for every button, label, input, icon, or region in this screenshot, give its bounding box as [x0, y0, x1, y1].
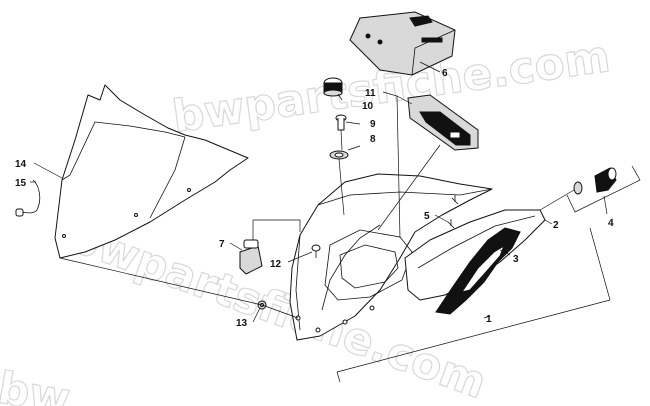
callout-12: 12: [270, 259, 282, 270]
leader-lines: [30, 61, 641, 383]
washer-link: [539, 189, 575, 211]
hood-centre-line: [321, 224, 381, 311]
hood-bolt: [369, 305, 375, 311]
hood-scoop-inner: [339, 244, 399, 289]
windshield-fold-line: [149, 136, 186, 219]
connector-body: [239, 245, 263, 275]
leader-6: [419, 61, 441, 73]
screw: [311, 244, 321, 258]
watermark-text: bwpartsfiche.com: [61, 210, 493, 406]
callouts: 1 2 3 4 5 6 7 8 9 10 11 12 13 14 15: [15, 68, 614, 329]
hood-bolt: [342, 319, 348, 325]
fastener-shank: [337, 118, 345, 131]
callout-10: 10: [362, 101, 374, 112]
callout-5: 5: [424, 211, 430, 222]
switch-assembly: [573, 167, 617, 195]
switch-washer: [573, 181, 583, 195]
rivet: [447, 219, 455, 229]
grommet-link: [338, 158, 345, 216]
clip: [15, 179, 41, 217]
hood-scoop: [324, 229, 413, 301]
leader-10: [337, 93, 343, 101]
switch-cap: [607, 167, 617, 181]
callout-13: 13: [236, 318, 248, 329]
callout-7: 7: [219, 239, 225, 250]
callout-3: 3: [513, 254, 519, 265]
leader-3: [499, 249, 511, 256]
leader-11b: [396, 95, 413, 105]
grommet: [329, 150, 349, 160]
side-panel-trim: [417, 215, 536, 269]
callout-1: 1: [486, 314, 492, 325]
leader-13: [252, 307, 261, 323]
light-cover-tab: [421, 37, 443, 43]
leader-12: [287, 251, 313, 263]
light-cover-body: [349, 11, 456, 76]
grommet-hole: [334, 152, 344, 158]
leader-4: [603, 195, 608, 215]
leader-8: [347, 145, 361, 151]
connector-top: [243, 239, 259, 249]
windshield-inner-edge: [61, 121, 186, 181]
fastener: [335, 114, 347, 131]
windshield-bolt: [62, 234, 66, 238]
instrument-bracket: [407, 94, 479, 151]
decal: [435, 227, 521, 315]
fastener-link: [340, 129, 343, 151]
light-cover-edge: [411, 29, 456, 76]
light-cover-hole: [377, 39, 383, 45]
leader-5: [434, 214, 449, 223]
bracket-link: [377, 144, 441, 231]
callout-6: 6: [442, 68, 448, 79]
nut-link: [59, 257, 299, 319]
light-cover-clip: [409, 15, 433, 27]
bracket-1: [336, 227, 611, 383]
windshield: [54, 84, 249, 259]
callout-4: 4: [608, 218, 614, 229]
hood-bolt: [315, 327, 321, 333]
windshield-bolt: [187, 188, 191, 192]
rivets: [447, 195, 459, 229]
windshield-outline: [54, 84, 249, 259]
light-cover: [349, 11, 456, 76]
callout-8: 8: [370, 134, 376, 145]
clip-wire: [21, 179, 41, 214]
watermark-fragment: bw: [0, 363, 74, 406]
leader-9: [345, 121, 361, 125]
leader-2: [544, 219, 553, 225]
hood: [289, 173, 493, 341]
callout-14: 14: [15, 159, 27, 170]
watermark-text: bwpartsfiche.com: [75, 0, 519, 9]
hood-outline: [289, 173, 493, 341]
windshield-bolt: [134, 213, 138, 217]
callout-2: 2: [553, 220, 559, 231]
cap: [323, 77, 343, 97]
callout-9: 9: [370, 119, 376, 130]
hood-crest: [317, 188, 493, 206]
connector-link-a: [253, 219, 301, 232]
clip-body: [15, 208, 24, 217]
light-cover-hole: [365, 33, 371, 39]
rivet: [451, 195, 459, 205]
callout-15: 15: [15, 178, 27, 189]
leader-14: [33, 162, 63, 179]
leader-7: [229, 242, 243, 251]
screw-head: [311, 244, 321, 252]
cap-base: [323, 89, 343, 97]
callout-11: 11: [365, 88, 376, 99]
bracket-4: [566, 165, 641, 213]
connector: [239, 239, 263, 275]
leader-1: [483, 315, 491, 319]
bracket-connector: [449, 131, 461, 139]
